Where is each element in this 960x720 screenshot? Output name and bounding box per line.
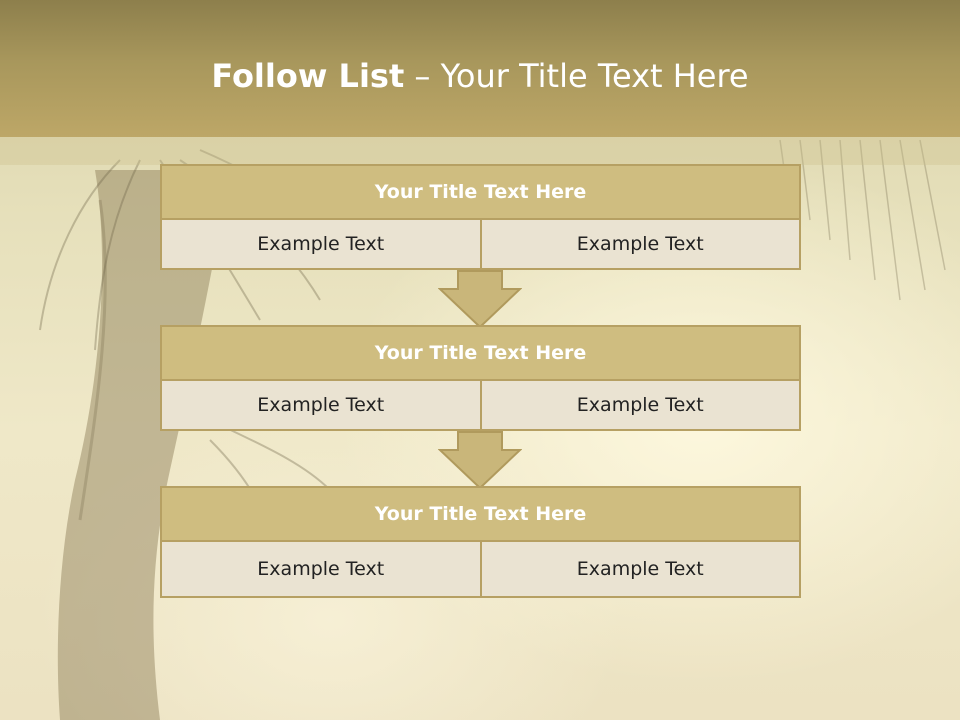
title-bar: Follow List – Your Title Text Here xyxy=(0,0,960,137)
step-cell-left: Example Text xyxy=(160,542,482,598)
step-cell-left: Example Text xyxy=(160,220,482,270)
step-cell-right: Example Text xyxy=(481,220,801,270)
step-row: Example Text Example Text xyxy=(160,542,801,598)
slide-title: Follow List – Your Title Text Here xyxy=(0,54,960,98)
step-title: Your Title Text Here xyxy=(160,325,801,381)
step-block-2: Your Title Text Here Example Text Exampl… xyxy=(160,325,801,431)
step-block-3: Your Title Text Here Example Text Exampl… xyxy=(160,486,801,598)
slide-title-rest: – Your Title Text Here xyxy=(404,57,749,95)
step-cell-right: Example Text xyxy=(481,381,801,431)
step-cell-left: Example Text xyxy=(160,381,482,431)
step-cell-right: Example Text xyxy=(481,542,801,598)
step-title: Your Title Text Here xyxy=(160,486,801,542)
step-title: Your Title Text Here xyxy=(160,164,801,220)
step-block-1: Your Title Text Here Example Text Exampl… xyxy=(160,164,801,270)
down-arrow-icon xyxy=(438,270,522,328)
step-row: Example Text Example Text xyxy=(160,381,801,431)
down-arrow-icon xyxy=(438,431,522,489)
step-row: Example Text Example Text xyxy=(160,220,801,270)
slide-title-bold: Follow List xyxy=(211,57,405,95)
